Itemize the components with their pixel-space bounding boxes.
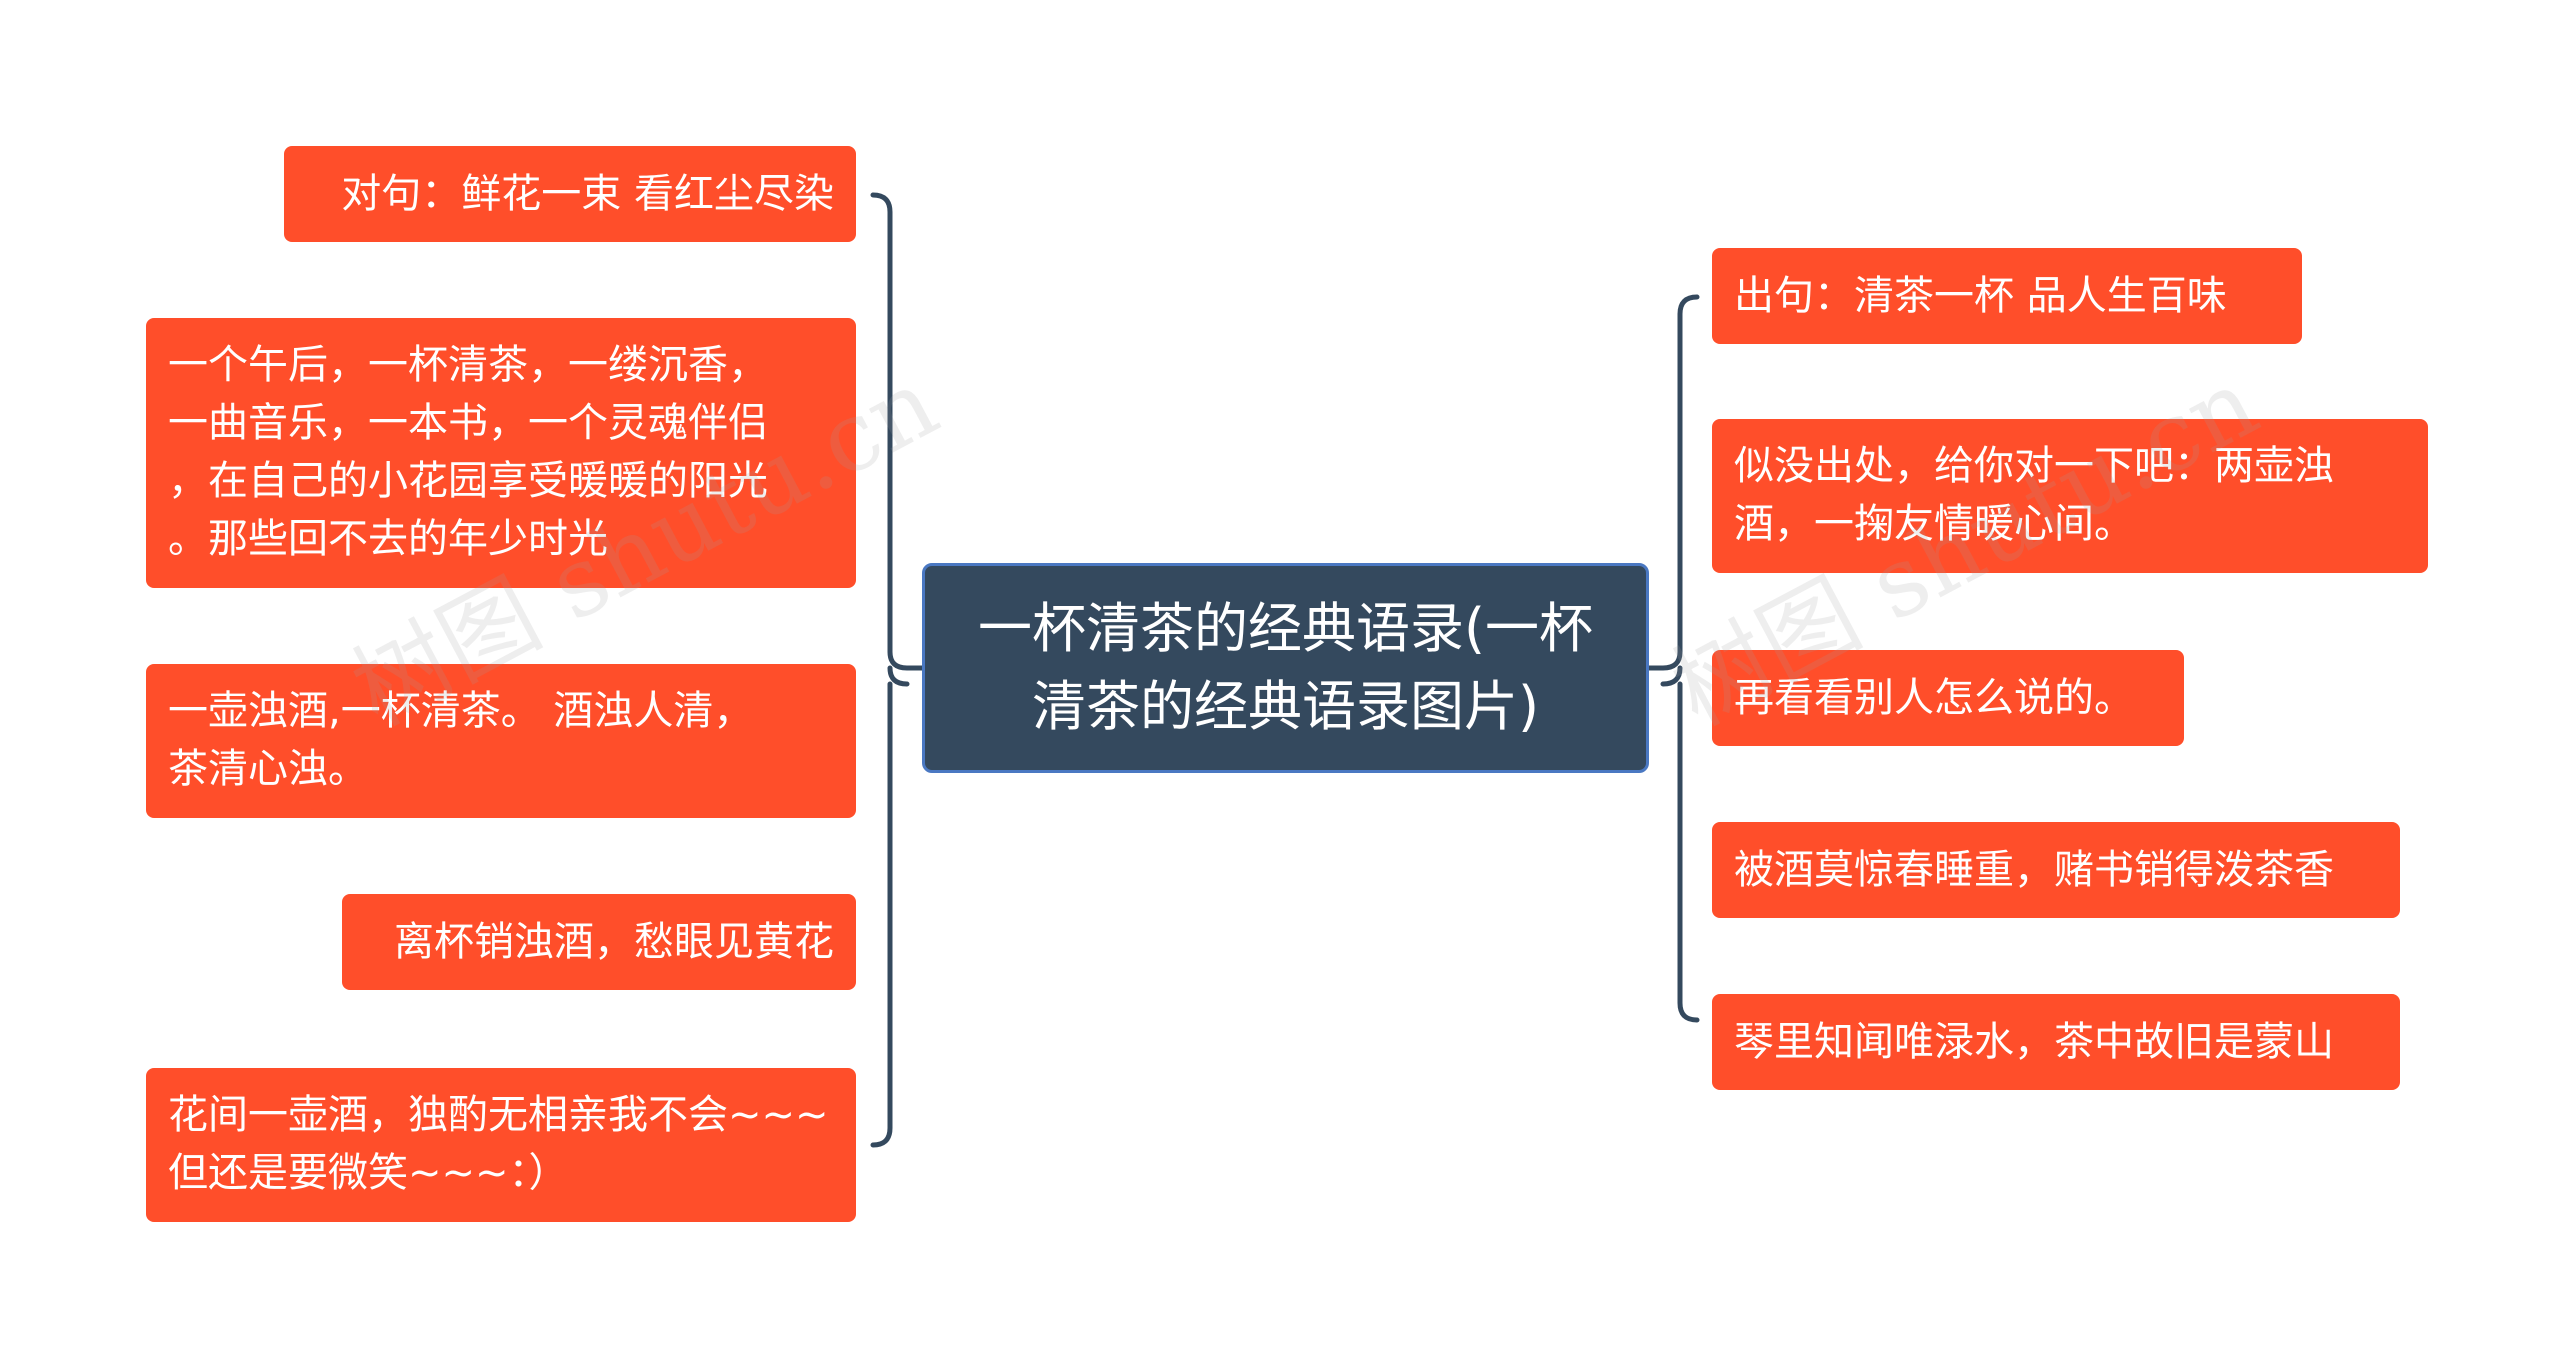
right-node-1[interactable]: 出句：清茶一杯 品人生百味 [1712, 248, 2302, 344]
right-node-2[interactable]: 似没出处，给你对一下吧：两壶浊 酒，一掬友情暖心间。 [1712, 419, 2428, 573]
right-node-4[interactable]: 被酒莫惊春睡重，赌书销得泼茶香 [1712, 822, 2400, 918]
left-node-3[interactable]: 一壶浊酒,一杯清茶。 酒浊人清， 茶清心浊。 [146, 664, 856, 818]
right-node-3[interactable]: 再看看别人怎么说的。 [1712, 650, 2184, 746]
left-node-4[interactable]: 离杯销浊酒，愁眼见黄花 [342, 894, 856, 990]
central-topic-label: 一杯清茶的经典语录(一杯 清茶的经典语录图片) [977, 597, 1594, 738]
left-node-1[interactable]: 对句：鲜花一束 看红尘尽染 [284, 146, 856, 242]
right-node-5[interactable]: 琴里知闻唯渌水，茶中故旧是蒙山 [1712, 994, 2400, 1090]
left-node-5[interactable]: 花间一壶酒，独酌无相亲我不会~~~ 但还是要微笑~~~：） [146, 1068, 856, 1222]
right-bracket [1660, 294, 1700, 1023]
left-bracket [870, 192, 910, 1148]
central-topic[interactable]: 一杯清茶的经典语录(一杯 清茶的经典语录图片) [922, 563, 1649, 773]
left-node-2[interactable]: 一个午后，一杯清茶，一缕沉香， 一曲音乐，一本书，一个灵魂伴侣 ，在自己的小花园… [146, 318, 856, 588]
